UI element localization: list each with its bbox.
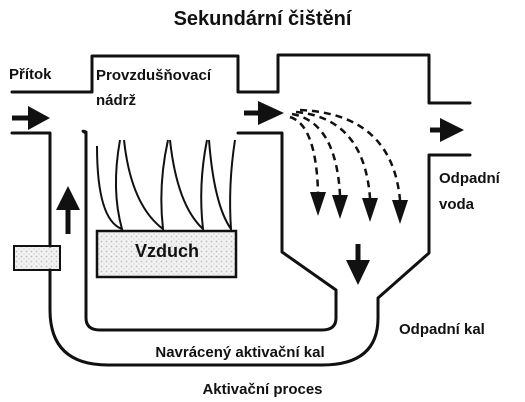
clarifier-outer-wall: [276, 53, 472, 105]
settling-arrowhead-2: [332, 195, 348, 219]
return-up-arrow: [56, 186, 80, 234]
inflow-arrow: [12, 106, 50, 130]
air-plume-2: [123, 139, 169, 232]
air-plume-4: [208, 139, 236, 233]
effluent-arrow: [430, 118, 464, 142]
air-plume-1: [96, 139, 124, 231]
effluent-label-line2: voda: [439, 196, 475, 213]
settling-arrowhead-4: [392, 200, 408, 224]
inflow-label: Přítok: [9, 66, 52, 83]
aeration-tank-label-line1: Provzdušňovací: [96, 67, 212, 84]
settling-flow-2: [291, 112, 342, 196]
return-line-outer: [48, 268, 380, 367]
air-pipe: [13, 245, 61, 271]
air-label: Vzduch: [134, 241, 199, 261]
aeration-tank-inner-wall: [84, 131, 338, 332]
clarifier-lower-wall: [376, 153, 472, 320]
air-plume-3: [169, 139, 208, 232]
settling-arrowhead-3: [362, 198, 378, 222]
aeration-tank-inlet-lower-wall: [10, 131, 52, 248]
effluent-label-line1: Odpadní: [439, 170, 500, 187]
waste-sludge-label: Odpadní kal: [399, 321, 485, 338]
transfer-arrow: [244, 101, 284, 125]
settling-flow-3: [295, 110, 372, 199]
settling-arrowhead-1: [310, 192, 326, 216]
return-sludge-label: Navrácený aktivační kal: [155, 344, 325, 361]
sludge-down-arrow: [346, 244, 370, 285]
settling-flow-1: [289, 115, 320, 193]
aeration-tank-label-line2: nádrž: [96, 92, 137, 109]
aeration-tank-top-wall: [10, 54, 280, 94]
settling-flow-4: [299, 108, 402, 201]
air-diffuser: [95, 229, 238, 279]
return-line-inner: [81, 129, 88, 135]
process-label: Aktivační proces: [202, 381, 323, 398]
diagram-title: Sekundární čištění: [173, 8, 352, 30]
